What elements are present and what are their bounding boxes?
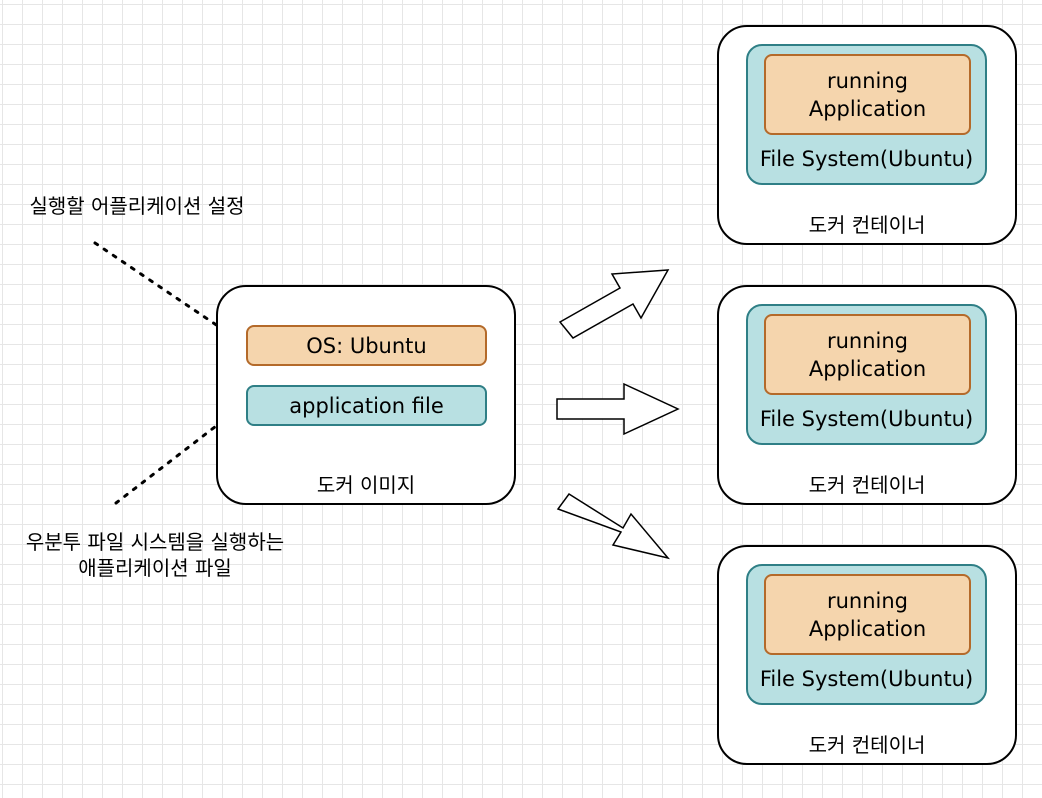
os-layer: OS: Ubuntu [246,325,487,366]
app-file-annotation-line2: 애플리케이션 파일 [78,556,232,580]
running-app-line1-2: running [826,328,909,353]
container-title-2: 도커 컨테이너 [808,473,926,497]
file-system-label-3: File System(Ubuntu) [759,667,974,691]
running-app-line2-1: Application [808,96,927,121]
file-system-label-1: File System(Ubuntu) [759,147,974,171]
running-app-box-1: running Application [764,54,971,135]
app-file-annotation: 우분투 파일 시스템을 실행하는 애플리케이션 파일 [0,529,310,581]
config-annotation: 실행할 어플리케이션 설정 [29,194,245,218]
application-file-layer: application file [246,385,487,426]
arrow-to-container-top [558,269,670,339]
running-app-line1-3: running [826,588,909,613]
running-app-box-2: running Application [764,314,971,395]
container-title-3: 도커 컨테이너 [808,733,926,757]
running-app-line2-2: Application [808,356,927,381]
docker-image-title: 도커 이미지 [316,473,416,497]
running-app-line2-3: Application [808,616,927,641]
arrow-to-container-middle [556,382,680,436]
running-app-line1-1: running [826,68,909,93]
app-file-annotation-line1: 우분투 파일 시스템을 실행하는 [25,530,285,554]
config-dotted-connector [93,241,248,347]
file-system-label-2: File System(Ubuntu) [759,407,974,431]
running-app-box-3: running Application [764,574,971,655]
arrow-to-container-bottom [556,492,671,560]
container-title-1: 도커 컨테이너 [808,213,926,237]
